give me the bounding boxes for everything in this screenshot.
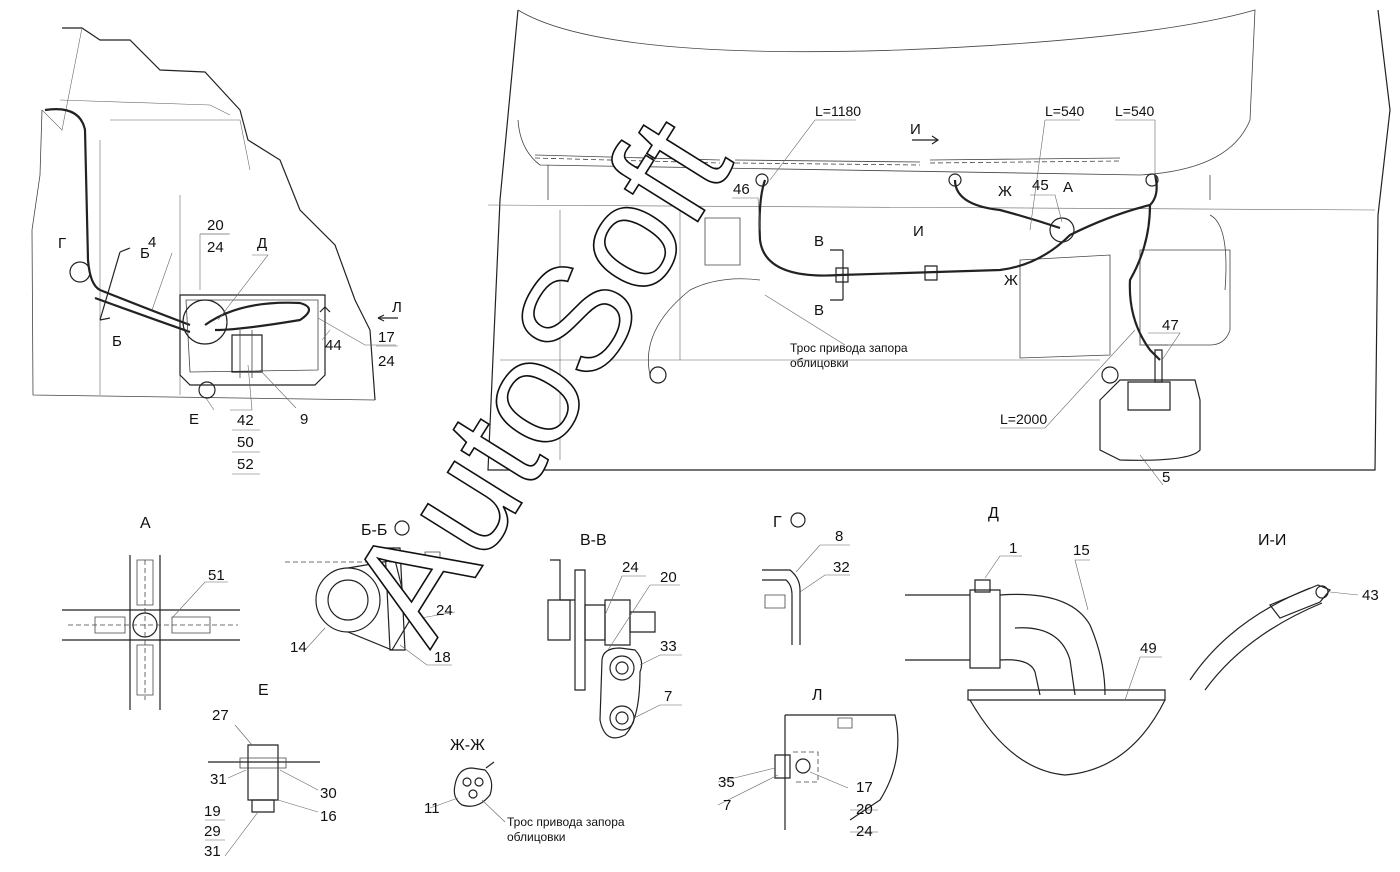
detail-e-callout-30: 30 bbox=[320, 785, 337, 802]
callout-20: 20 bbox=[207, 217, 224, 234]
mark-b-bottom: Б bbox=[112, 333, 122, 350]
mark-d: Д bbox=[257, 235, 267, 252]
detail-a: А 51 bbox=[62, 515, 240, 710]
cable-note-line2: облицовки bbox=[790, 356, 848, 370]
mark-b-top: Б bbox=[140, 245, 150, 262]
callout-9: 9 bbox=[300, 411, 308, 428]
detail-e-callout-27: 27 bbox=[212, 707, 229, 724]
left-view bbox=[31, 27, 398, 401]
detail-l-callout-35: 35 bbox=[718, 774, 735, 791]
detail-ii: И-И 43 bbox=[1189, 532, 1379, 691]
mark-e: Е bbox=[189, 411, 199, 428]
mark-zh-bottom: Ж bbox=[1004, 272, 1018, 289]
detail-vv-callout-20: 20 bbox=[660, 569, 677, 586]
detail-l: Л 35 7 17 20 24 bbox=[717, 687, 899, 840]
detail-d-title: Д bbox=[988, 505, 999, 522]
callout-45: 45 bbox=[1032, 177, 1049, 194]
mark-zh-top: Ж bbox=[998, 183, 1012, 200]
detail-d-callout-1: 1 bbox=[1009, 540, 1017, 557]
callout-17: 17 bbox=[378, 329, 395, 346]
callout-47: 47 bbox=[1162, 317, 1179, 334]
detail-d-callout-15: 15 bbox=[1073, 542, 1090, 559]
detail-e: Е 27 31 30 16 19 29 31 bbox=[204, 682, 337, 860]
mark-a: А bbox=[1063, 179, 1073, 196]
detail-a-title: А bbox=[140, 515, 151, 532]
callout-4: 4 bbox=[148, 234, 156, 251]
main-view bbox=[487, 9, 1391, 471]
main-view-leaders bbox=[732, 119, 1181, 486]
length-540-a: L=540 bbox=[1045, 103, 1085, 119]
detail-e-callout-16: 16 bbox=[320, 808, 337, 825]
detail-vv-callout-33: 33 bbox=[660, 638, 677, 655]
mark-v-top: В bbox=[814, 233, 824, 250]
mark-i-mid: И bbox=[913, 223, 924, 240]
detail-vv: В-В 24 20 33 7 bbox=[547, 532, 682, 739]
watermark: AutoSoft bbox=[315, 90, 762, 667]
detail-zhzh: Ж-Ж 11 Трос привода запора облицовки bbox=[424, 737, 625, 844]
detail-d-callout-49: 49 bbox=[1140, 640, 1157, 657]
mark-l: Л bbox=[392, 299, 402, 316]
detail-vv-callout-24: 24 bbox=[622, 559, 639, 576]
callout-50: 50 bbox=[237, 434, 254, 451]
detail-d: Д 1 15 49 bbox=[905, 505, 1166, 776]
detail-g-callout-32: 32 bbox=[833, 559, 850, 576]
detail-e-title: Е bbox=[258, 682, 269, 699]
mark-g: Г bbox=[58, 235, 66, 252]
detail-l-callout-17: 17 bbox=[856, 779, 873, 796]
detail-vv-title: В-В bbox=[580, 532, 607, 549]
detail-bb-title: Б-Б bbox=[361, 522, 387, 539]
callout-24: 24 bbox=[207, 239, 224, 256]
callout-5: 5 bbox=[1162, 469, 1170, 486]
left-view-leaders bbox=[151, 233, 398, 475]
detail-e-callout-31b: 31 bbox=[204, 843, 221, 860]
detail-zhzh-callout-11: 11 bbox=[424, 800, 440, 817]
mark-i-top: И bbox=[910, 121, 921, 138]
left-view-labels: 4 20 24 Д Г Б Б Л Е 44 17 24 9 42 50 52 bbox=[58, 217, 402, 473]
length-2000: L=2000 bbox=[1000, 411, 1047, 427]
callout-52: 52 bbox=[237, 456, 254, 473]
detail-ii-callout-43: 43 bbox=[1362, 587, 1379, 604]
length-1180: L=1180 bbox=[815, 103, 861, 119]
detail-a-callout-51: 51 bbox=[208, 567, 225, 584]
detail-bb: Б-Б 14 24 18 bbox=[285, 520, 460, 666]
detail-l-callout-20: 20 bbox=[856, 801, 873, 818]
detail-e-callout-31: 31 bbox=[210, 771, 227, 788]
detail-bb-callout-24: 24 bbox=[436, 602, 453, 619]
detail-l-callout-7: 7 bbox=[723, 797, 731, 814]
mark-v-bottom: В bbox=[814, 302, 824, 319]
cable-note-line1: Трос привода запора bbox=[790, 341, 908, 355]
detail-zhzh-note-line1: Трос привода запора bbox=[507, 815, 625, 829]
callout-44: 44 bbox=[325, 337, 342, 354]
detail-g-callout-8: 8 bbox=[835, 528, 843, 545]
detail-g: Г 8 32 bbox=[762, 512, 850, 645]
detail-zhzh-title: Ж-Ж bbox=[450, 737, 485, 754]
detail-bb-callout-18: 18 bbox=[434, 649, 451, 666]
detail-g-title: Г bbox=[773, 514, 782, 531]
callout-42: 42 bbox=[237, 412, 254, 429]
callout-24b: 24 bbox=[378, 353, 395, 370]
detail-l-callout-24: 24 bbox=[856, 823, 873, 840]
detail-vv-callout-7: 7 bbox=[664, 688, 672, 705]
callout-46: 46 bbox=[733, 181, 750, 198]
detail-bb-callout-14: 14 bbox=[290, 639, 307, 656]
detail-e-callout-19: 19 bbox=[204, 803, 221, 820]
detail-ii-title: И-И bbox=[1258, 532, 1286, 549]
detail-zhzh-note-line2: облицовки bbox=[507, 830, 565, 844]
detail-e-callout-29: 29 bbox=[204, 823, 221, 840]
detail-l-title: Л bbox=[812, 687, 823, 704]
main-view-labels: L=1180 L=540 L=540 L=2000 46 45 47 5 И И… bbox=[733, 103, 1179, 486]
length-540-b: L=540 bbox=[1115, 103, 1155, 119]
